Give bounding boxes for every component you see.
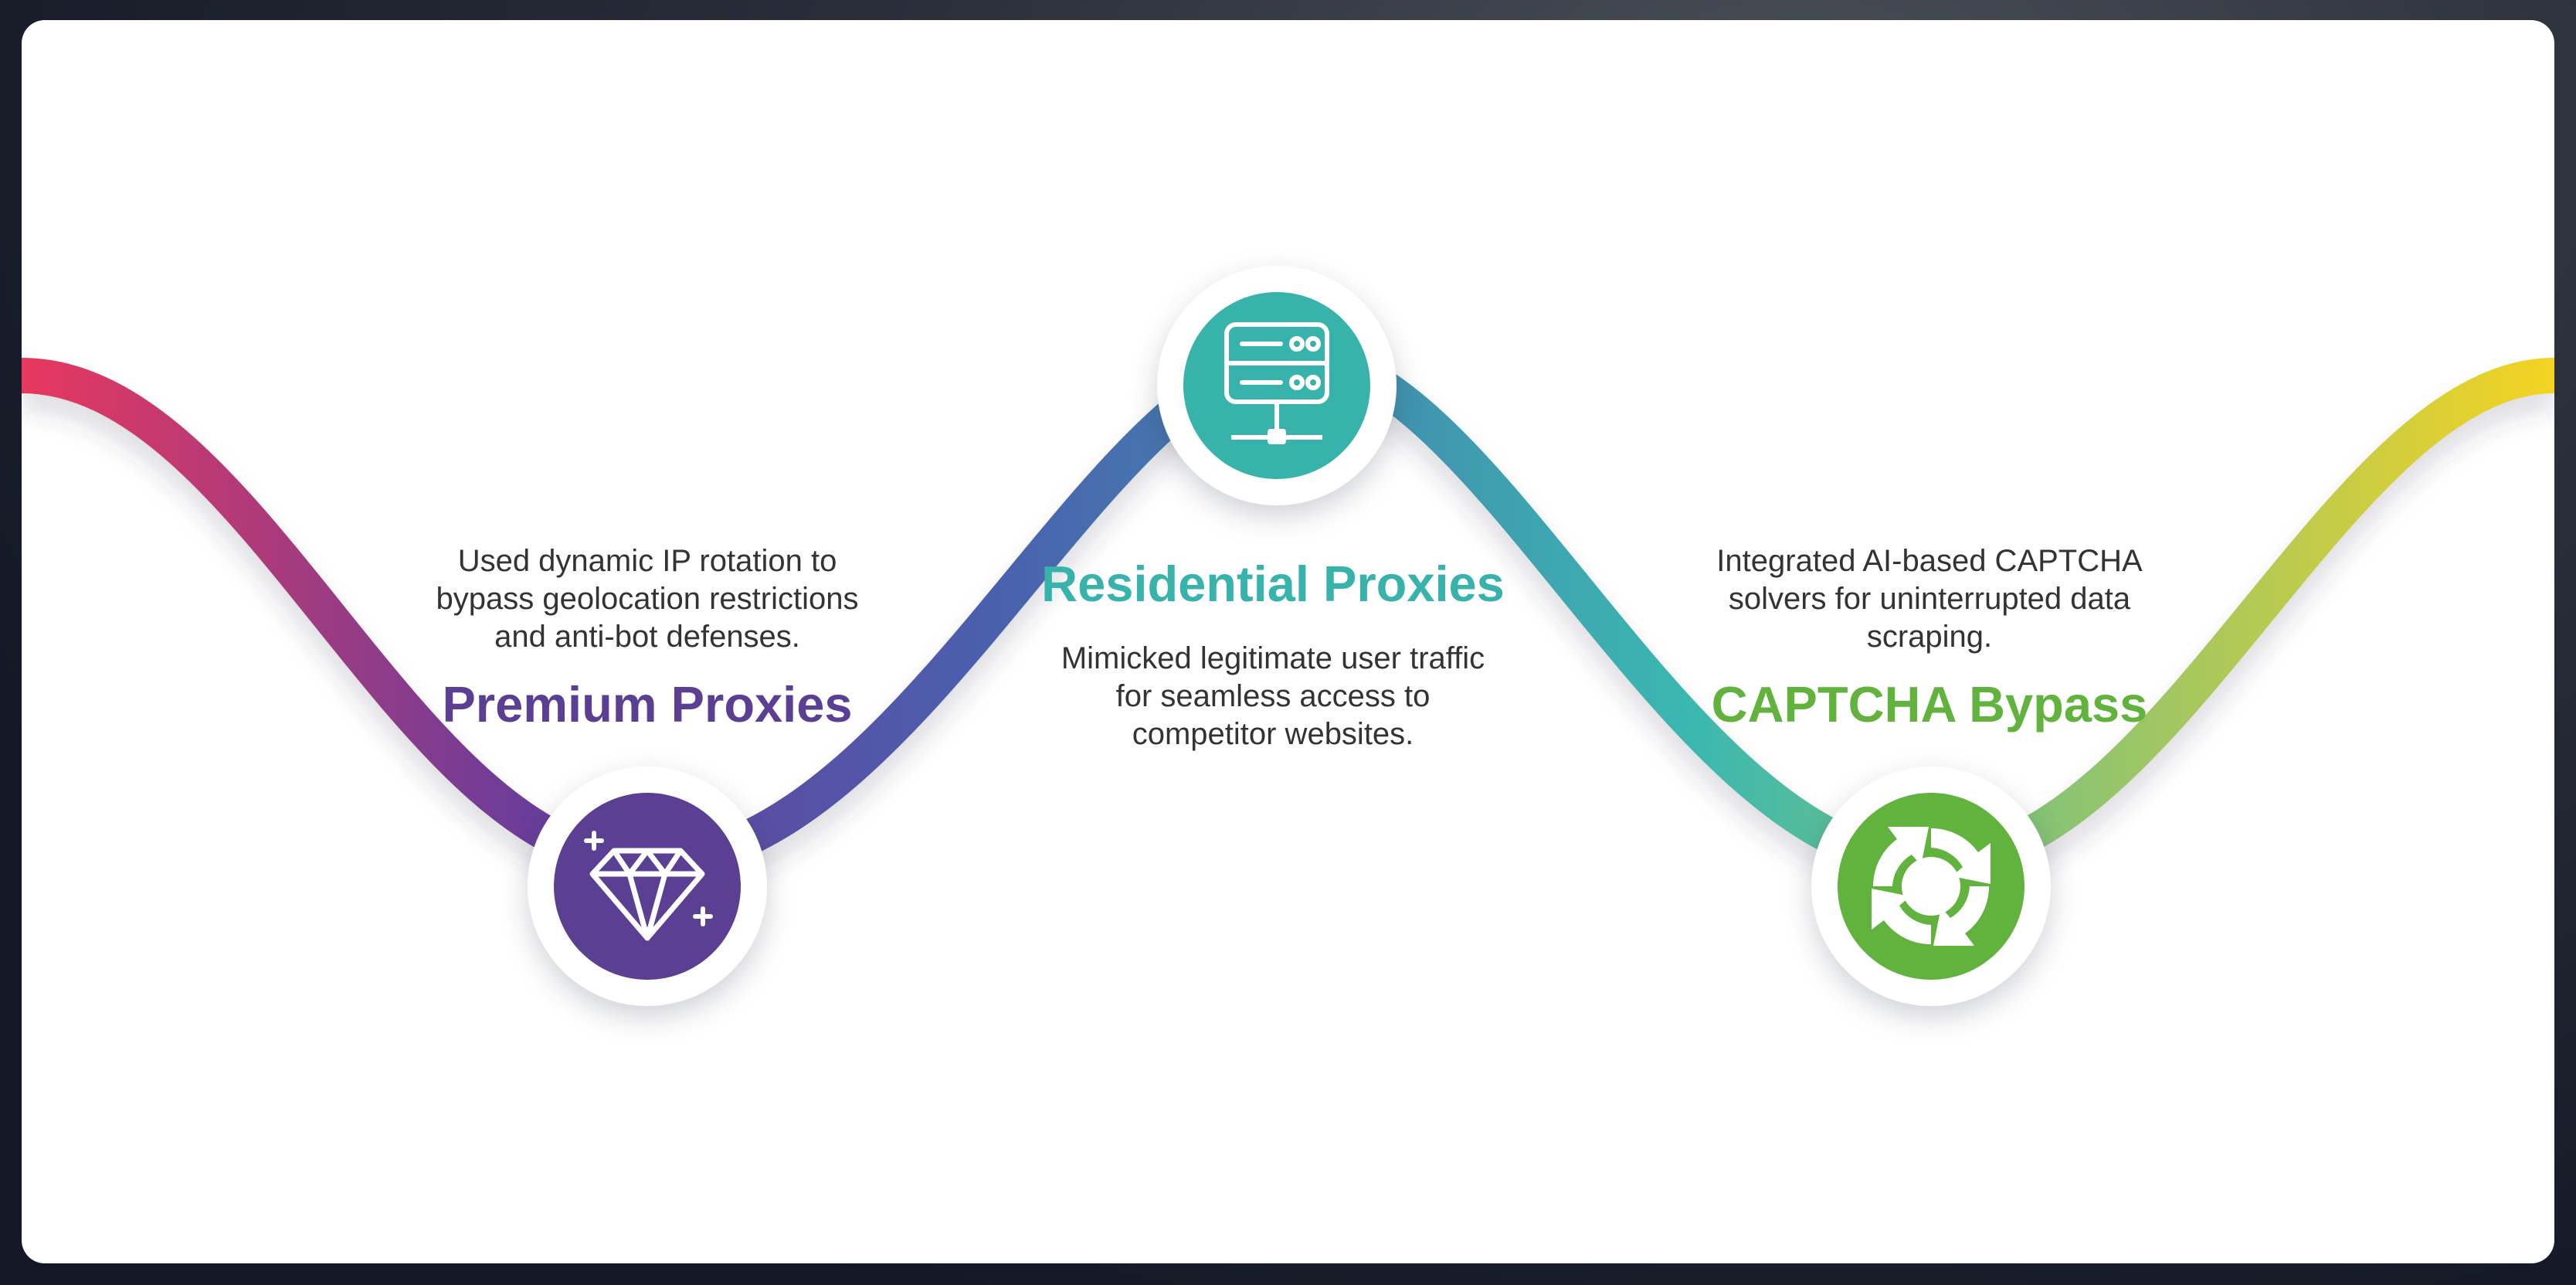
description-line: bypass geolocation restrictions bbox=[436, 582, 859, 616]
refresh-cycle-icon bbox=[1872, 827, 1991, 946]
captcha-bypass-title: CAPTCHA Bypass bbox=[1711, 676, 2148, 733]
premium-proxies-description: Used dynamic IP rotation to bypass geolo… bbox=[300, 542, 995, 656]
infographic-card: Used dynamic IP rotation to bypass geolo… bbox=[22, 20, 2554, 1263]
captcha-bypass-badge bbox=[1838, 793, 2024, 980]
description-line: competitor websites. bbox=[1132, 717, 1414, 751]
description-line: and anti-bot defenses. bbox=[494, 620, 800, 654]
description-line: Integrated AI-based CAPTCHA bbox=[1716, 544, 2143, 578]
diamond-icon bbox=[584, 831, 713, 941]
residential-proxies-description: Mimicked legitimate user traffic for sea… bbox=[925, 640, 1621, 753]
residential-proxies-badge bbox=[1183, 292, 1370, 479]
description-line: Used dynamic IP rotation to bbox=[457, 544, 837, 578]
server-network-icon bbox=[1224, 322, 1329, 444]
premium-proxies-title: Premium Proxies bbox=[442, 676, 853, 733]
captcha-bypass-description: Integrated AI-based CAPTCHA solvers for … bbox=[1582, 542, 2277, 656]
premium-proxies-badge bbox=[554, 793, 741, 980]
description-line: for seamless access to bbox=[1115, 679, 1431, 713]
description-line: solvers for uninterrupted data bbox=[1728, 582, 2131, 616]
premium-proxies-node bbox=[528, 767, 767, 1006]
residential-proxies-title: Residential Proxies bbox=[1041, 556, 1505, 612]
description-line: Mimicked legitimate user traffic bbox=[1061, 641, 1485, 675]
residential-proxies-node bbox=[1157, 266, 1397, 505]
description-line: scraping. bbox=[1866, 620, 1993, 654]
captcha-bypass-node bbox=[1811, 767, 2051, 1006]
